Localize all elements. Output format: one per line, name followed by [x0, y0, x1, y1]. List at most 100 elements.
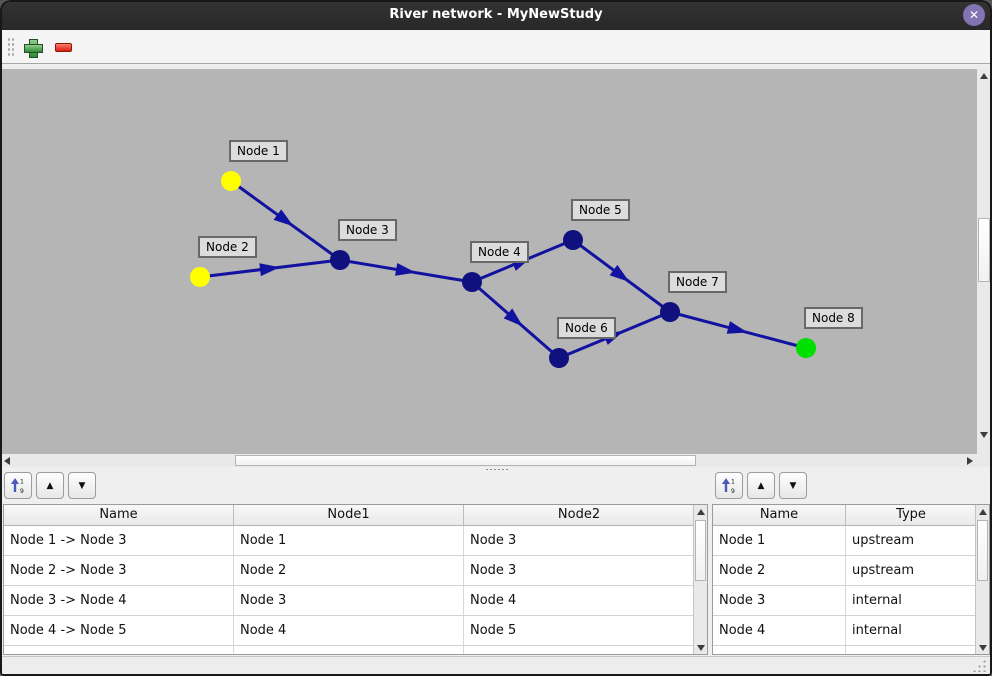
column-header[interactable]: Node2 [464, 505, 695, 525]
graph-node[interactable] [549, 348, 569, 368]
nodes-move-up-button[interactable]: ▲ [747, 472, 775, 499]
node-label: Node 4 [470, 241, 529, 263]
window-title: River network - MyNewStudy [389, 7, 603, 22]
table-cell: upstream [846, 526, 977, 555]
scroll-down-button[interactable] [977, 428, 991, 441]
table-cell: Node 4 -> Node 5 [4, 616, 234, 645]
canvas-vertical-scrollbar[interactable] [977, 69, 991, 454]
table-cell: Node 4 [713, 616, 846, 645]
table-cell: Node 3 -> Node 4 [4, 586, 234, 615]
table-cell: Node 5 [464, 616, 695, 645]
resize-grip-icon[interactable] [972, 659, 986, 672]
nodes-move-down-button[interactable]: ▼ [779, 472, 807, 499]
nodes-table-scrollbar[interactable] [975, 505, 989, 654]
edge-arrow-icon [503, 308, 524, 327]
node-row[interactable] [713, 646, 989, 654]
scroll-right-button[interactable] [963, 454, 976, 467]
table-cell [464, 646, 695, 654]
graph-node[interactable] [796, 338, 816, 358]
column-header[interactable]: Name [4, 505, 234, 525]
table-cell: internal [846, 586, 977, 615]
table-cell [4, 646, 234, 654]
vertical-scroll-thumb[interactable] [978, 218, 990, 282]
graph-node[interactable] [462, 272, 482, 292]
table-cell: Node 2 [713, 556, 846, 585]
scroll-up-button[interactable] [976, 505, 989, 518]
toolbar-separator [0, 65, 992, 69]
node-label: Node 3 [338, 219, 397, 241]
graph-node[interactable] [563, 230, 583, 250]
table-cell: Node 1 [234, 526, 464, 555]
scroll-down-button[interactable] [976, 641, 989, 654]
node-label: Node 1 [229, 140, 288, 162]
sort-ascending-icon: 1 9 [11, 477, 24, 494]
scroll-down-icon [980, 431, 988, 438]
table-cell: Node 1 -> Node 3 [4, 526, 234, 555]
table-cell: Node 3 [464, 556, 695, 585]
close-icon: ✕ [968, 8, 980, 22]
nodes-sort-button[interactable]: 1 9 [715, 472, 743, 499]
table-scroll-thumb[interactable] [695, 520, 706, 581]
node-label: Node 6 [557, 317, 616, 339]
scroll-up-button[interactable] [977, 69, 991, 82]
graph-node[interactable] [330, 250, 350, 270]
toolbar-drag-handle[interactable] [7, 37, 14, 58]
main-toolbar [0, 30, 992, 64]
node-label: Node 7 [668, 271, 727, 293]
splitter-handle[interactable] [485, 468, 509, 471]
up-triangle-icon: ▲ [46, 480, 54, 491]
table-cell: upstream [846, 556, 977, 585]
remove-button[interactable] [50, 34, 76, 60]
horizontal-scroll-thumb[interactable] [235, 455, 696, 466]
edge-arrow-icon [726, 321, 748, 334]
branches-move-down-button[interactable]: ▼ [68, 472, 96, 499]
graph-node[interactable] [221, 171, 241, 191]
status-bar [0, 656, 992, 676]
scrollbar-corner [977, 454, 992, 467]
column-header[interactable]: Node1 [234, 505, 464, 525]
table-scroll-thumb[interactable] [977, 520, 988, 581]
branches-table-scrollbar[interactable] [693, 505, 707, 654]
table-cell: Node 2 [234, 556, 464, 585]
node-label: Node 8 [804, 307, 863, 329]
scroll-left-button[interactable] [0, 454, 13, 467]
scroll-up-button[interactable] [694, 505, 707, 518]
scroll-up-icon [696, 508, 705, 515]
branches-sort-button[interactable]: 1 9 [4, 472, 32, 499]
scroll-right-icon [966, 456, 973, 465]
table-cell: Node 3 [464, 526, 695, 555]
svg-text:9: 9 [20, 488, 24, 494]
canvas-horizontal-scrollbar[interactable] [0, 454, 977, 467]
table-cell: Node 1 [713, 526, 846, 555]
svg-text:9: 9 [731, 488, 735, 494]
scroll-down-button[interactable] [694, 641, 707, 654]
table-cell: Node 4 [234, 616, 464, 645]
table-cell: Node 3 [234, 586, 464, 615]
add-node-button[interactable] [19, 34, 45, 60]
edge-arrow-icon [273, 209, 294, 227]
table-cell [713, 646, 846, 654]
svg-text:1: 1 [731, 478, 735, 485]
branches-move-up-button[interactable]: ▲ [36, 472, 64, 499]
down-triangle-icon: ▼ [78, 480, 86, 491]
plus-icon [23, 38, 43, 58]
close-button[interactable]: ✕ [963, 4, 985, 26]
graph-node[interactable] [660, 302, 680, 322]
sort-ascending-icon: 1 9 [722, 477, 735, 494]
column-header[interactable]: Name [713, 505, 846, 525]
branch-row[interactable] [4, 646, 707, 654]
graph-node[interactable] [190, 267, 210, 287]
column-header[interactable]: Type [846, 505, 977, 525]
edge-arrow-icon [609, 264, 630, 282]
